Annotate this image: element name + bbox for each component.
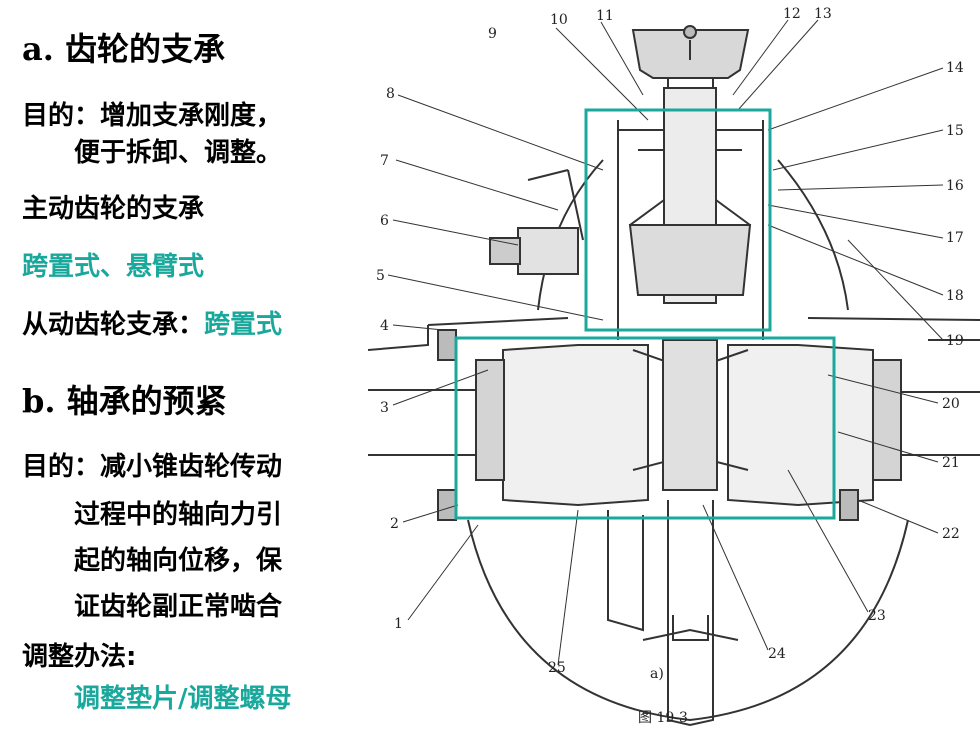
driving-gear-support: 主动齿轮的支承 bbox=[22, 194, 205, 224]
adjust-method-label: 调整办法: bbox=[22, 642, 137, 672]
driven-gear-highlight-box bbox=[454, 336, 836, 520]
callout-20: 20 bbox=[942, 396, 960, 412]
callout-1: 1 bbox=[394, 616, 403, 632]
purpose-b-text1: 减小锥齿轮传动 bbox=[100, 452, 283, 482]
callout-labels: 1 2 3 4 5 6 7 8 9 10 11 12 13 14 15 16 1… bbox=[376, 6, 964, 726]
driven-gear-support: 从动齿轮支承：跨置式 bbox=[22, 304, 282, 341]
callout-4: 4 bbox=[380, 318, 389, 334]
callout-11: 11 bbox=[596, 8, 614, 24]
driving-gear-types: 跨置式、悬臂式 bbox=[22, 252, 205, 282]
callout-9: 9 bbox=[488, 26, 497, 42]
callout-12: 12 bbox=[783, 6, 801, 22]
callout-14: 14 bbox=[946, 60, 964, 76]
section-b-label: b. bbox=[22, 382, 56, 420]
callout-7: 7 bbox=[380, 153, 389, 169]
callout-17: 17 bbox=[946, 230, 964, 246]
callout-23: 23 bbox=[868, 608, 886, 624]
driven-gear-label: 从动齿轮支承： bbox=[22, 310, 205, 340]
adjust-method-value: 调整垫片/调整螺母 bbox=[74, 684, 292, 714]
callout-2: 2 bbox=[390, 516, 399, 532]
section-a-title: 齿轮的支承 bbox=[65, 30, 226, 68]
callout-leaders bbox=[387, 19, 944, 666]
text-panel: a. 齿轮的支承 目的：增加支承刚度， 便于拆卸、调整。 主动齿轮的支承 跨置式… bbox=[0, 0, 370, 735]
callout-13: 13 bbox=[814, 6, 832, 22]
callout-3: 3 bbox=[380, 400, 389, 416]
driven-gear-type: 跨置式 bbox=[204, 310, 283, 340]
differential-drawing: 1 2 3 4 5 6 7 8 9 10 11 12 13 14 15 16 1… bbox=[368, 6, 980, 727]
callout-15: 15 bbox=[946, 123, 964, 139]
purpose-b-text4: 证齿轮副正常啮合 bbox=[74, 592, 283, 622]
callout-24: 24 bbox=[768, 646, 786, 662]
callout-21: 21 bbox=[942, 455, 960, 471]
callout-5: 5 bbox=[376, 268, 385, 284]
section-b-title: 轴承的预紧 bbox=[66, 382, 227, 420]
section-b-heading: b. 轴承的预紧 bbox=[22, 376, 227, 422]
purpose-a-text1: 增加支承刚度， bbox=[100, 101, 283, 131]
callout-19: 19 bbox=[946, 333, 964, 349]
purpose-b-label: 目的： bbox=[22, 452, 101, 482]
callout-16: 16 bbox=[946, 178, 964, 194]
section-a-label: a. bbox=[22, 30, 54, 68]
highlight-boxes bbox=[454, 108, 836, 520]
purpose-a-line1: 目的：增加支承刚度， bbox=[22, 95, 282, 132]
purpose-b-line1: 目的：减小锥齿轮传动 bbox=[22, 446, 282, 483]
callout-6: 6 bbox=[380, 213, 389, 229]
figure-caption: 图 19-3 bbox=[638, 710, 688, 726]
section-a-heading: a. 齿轮的支承 bbox=[22, 24, 225, 70]
purpose-a-label: 目的： bbox=[22, 101, 101, 131]
purpose-b-text3: 起的轴向位移，保 bbox=[74, 546, 283, 576]
purpose-a-text2: 便于拆卸、调整。 bbox=[74, 138, 283, 168]
callout-10: 10 bbox=[550, 12, 568, 28]
callout-8: 8 bbox=[386, 86, 395, 102]
driving-gear-highlight-box bbox=[584, 108, 772, 332]
purpose-b-text2: 过程中的轴向力引 bbox=[74, 500, 283, 530]
drawing-lines bbox=[368, 25, 980, 727]
callout-25: 25 bbox=[548, 660, 566, 676]
callout-18: 18 bbox=[946, 288, 964, 304]
figure-sub-label: a) bbox=[650, 666, 664, 682]
callout-22: 22 bbox=[942, 526, 960, 542]
